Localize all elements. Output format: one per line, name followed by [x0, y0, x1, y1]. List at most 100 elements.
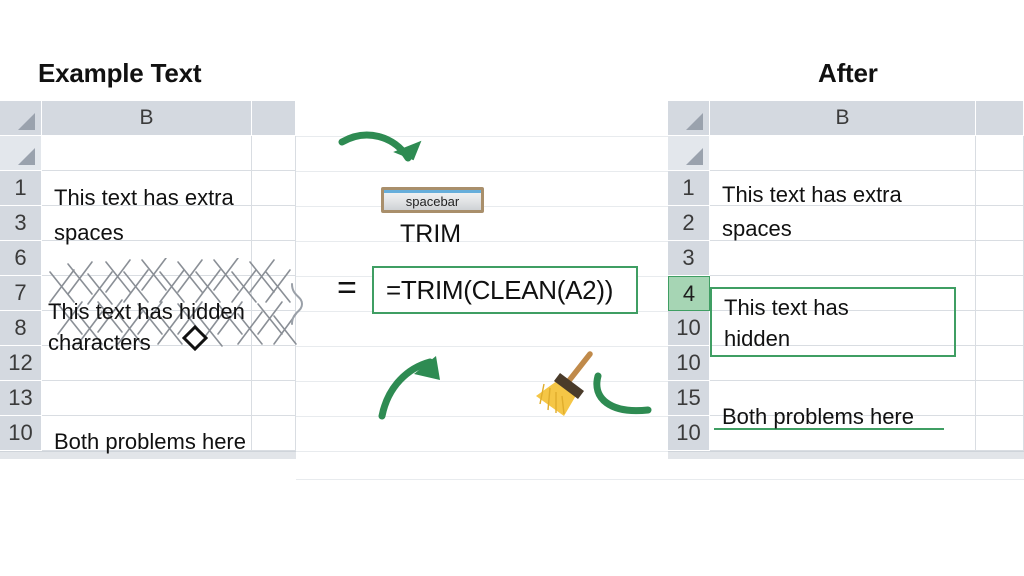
row-header[interactable]: 13 [0, 381, 42, 416]
grid-cell[interactable] [42, 206, 252, 241]
grid-cell[interactable] [42, 381, 252, 416]
grid-cell[interactable] [710, 171, 976, 206]
page-title-right: After [818, 58, 878, 88]
sheet-row [0, 136, 296, 171]
grid-cell[interactable] [252, 416, 296, 451]
row-header[interactable]: 1 [668, 171, 710, 206]
grid-cell[interactable] [976, 381, 1024, 416]
grid-cell[interactable] [976, 206, 1024, 241]
grid-cell[interactable] [252, 241, 296, 276]
row-header[interactable]: 3 [0, 206, 42, 241]
sheet-row: 10 [668, 311, 1024, 346]
row-header[interactable]: 12 [0, 346, 42, 381]
sheet-row: 3 [0, 206, 296, 241]
spreadsheet-left[interactable]: B 1 3 6 7 8 12 13 [0, 101, 296, 459]
cell-text: spaces [722, 216, 792, 241]
cell-text: This text has hidden [48, 299, 245, 324]
grid-cell[interactable] [976, 276, 1024, 311]
grid-cell[interactable] [252, 171, 296, 206]
sheet-row: 13 [0, 381, 296, 416]
sheet-row: 10 [0, 416, 296, 451]
selection-underline [714, 428, 944, 430]
row-header[interactable]: 15 [668, 381, 710, 416]
grid-cell[interactable] [976, 416, 1024, 451]
column-header-b[interactable]: B [42, 101, 252, 136]
curved-arrow-up-icon [378, 356, 440, 420]
grid-cell[interactable] [976, 136, 1024, 171]
column-header-partial[interactable] [252, 101, 296, 136]
grid-cell[interactable] [42, 346, 252, 381]
grid-cell[interactable] [252, 136, 296, 171]
cell-text: characters [48, 330, 151, 355]
grid-cell[interactable] [710, 206, 976, 241]
sheet-row: 6 [0, 241, 296, 276]
equals-sign: = [337, 269, 357, 307]
cell-text: This text has [724, 295, 849, 320]
grid-cell[interactable] [42, 136, 252, 171]
grid-bleed-line [296, 171, 668, 172]
grid-bleed-line [296, 381, 668, 382]
grid-cell[interactable] [42, 171, 252, 206]
curly-brace-icon [291, 283, 304, 325]
sheet-row: 12 [0, 346, 296, 381]
spreadsheet-right[interactable]: B 1 2 3 4 10 10 15 10 [668, 101, 1024, 459]
grid-cell[interactable] [976, 346, 1024, 381]
grid-cell[interactable] [710, 346, 976, 381]
grid-cell[interactable] [710, 416, 976, 451]
grid-cell[interactable] [976, 241, 1024, 276]
horizontal-scrollbar[interactable] [0, 451, 296, 459]
row-header[interactable]: 8 [0, 311, 42, 346]
sheet-row: 3 [668, 241, 1024, 276]
row-header[interactable]: 10 [668, 416, 710, 451]
grid-cell[interactable] [710, 241, 976, 276]
grid-cell[interactable] [710, 381, 976, 416]
grid-cell[interactable] [710, 276, 976, 311]
select-all-corner[interactable] [0, 101, 42, 136]
cell-text: spaces [54, 220, 124, 245]
formula-text: =TRIM(CLEAN(A2)) [386, 274, 614, 305]
column-header-b[interactable]: B [710, 101, 976, 136]
row-header-blank[interactable] [668, 136, 710, 171]
sheet-row: 15 [668, 381, 1024, 416]
select-all-corner[interactable] [668, 101, 710, 136]
row-header[interactable]: 10 [668, 311, 710, 346]
spacebar-key-label: spacebar [405, 193, 460, 209]
sheet-row: 10 [668, 416, 1024, 451]
grid-cell[interactable] [252, 381, 296, 416]
sheet-row [668, 136, 1024, 171]
grid-cell[interactable] [976, 311, 1024, 346]
row-header[interactable]: 2 [668, 206, 710, 241]
cell-text: Both problems here [54, 429, 246, 454]
curved-swoosh-icon [593, 372, 652, 415]
grid-bleed-line [296, 451, 668, 452]
column-header-partial[interactable] [976, 101, 1024, 136]
cell-text: This text has extra [722, 182, 902, 207]
horizontal-scrollbar[interactable] [668, 451, 1024, 459]
row-header[interactable]: 3 [668, 241, 710, 276]
grid-bleed-line [296, 136, 668, 137]
row-header-blank[interactable] [0, 136, 42, 171]
row-header-selected[interactable]: 4 [668, 276, 710, 311]
grid-cell[interactable] [710, 311, 976, 346]
sheet-row: 4 [668, 276, 1024, 311]
grid-cell[interactable] [252, 346, 296, 381]
grid-cell[interactable] [976, 171, 1024, 206]
grid-cell[interactable] [710, 136, 976, 171]
row-header[interactable]: 10 [0, 416, 42, 451]
grid-bleed-line [296, 346, 668, 347]
row-header[interactable]: 10 [668, 346, 710, 381]
row-header[interactable]: 7 [0, 276, 42, 311]
spacebar-key[interactable]: spacebar [381, 187, 484, 213]
sheet-row: 10 [668, 346, 1024, 381]
grid-bleed-line [296, 241, 668, 242]
sheet-row: 1 [0, 171, 296, 206]
grid-cell[interactable] [42, 416, 252, 451]
row-header[interactable]: 1 [0, 171, 42, 206]
formula-box[interactable]: =TRIM(CLEAN(A2)) [372, 266, 638, 314]
row-header[interactable]: 6 [0, 241, 42, 276]
grid-cell[interactable] [252, 206, 296, 241]
grid-bleed-line [296, 416, 668, 417]
diamond-hidden-character-icon [182, 325, 208, 351]
sheet-row: 2 [668, 206, 1024, 241]
sheet-row: 1 [668, 171, 1024, 206]
